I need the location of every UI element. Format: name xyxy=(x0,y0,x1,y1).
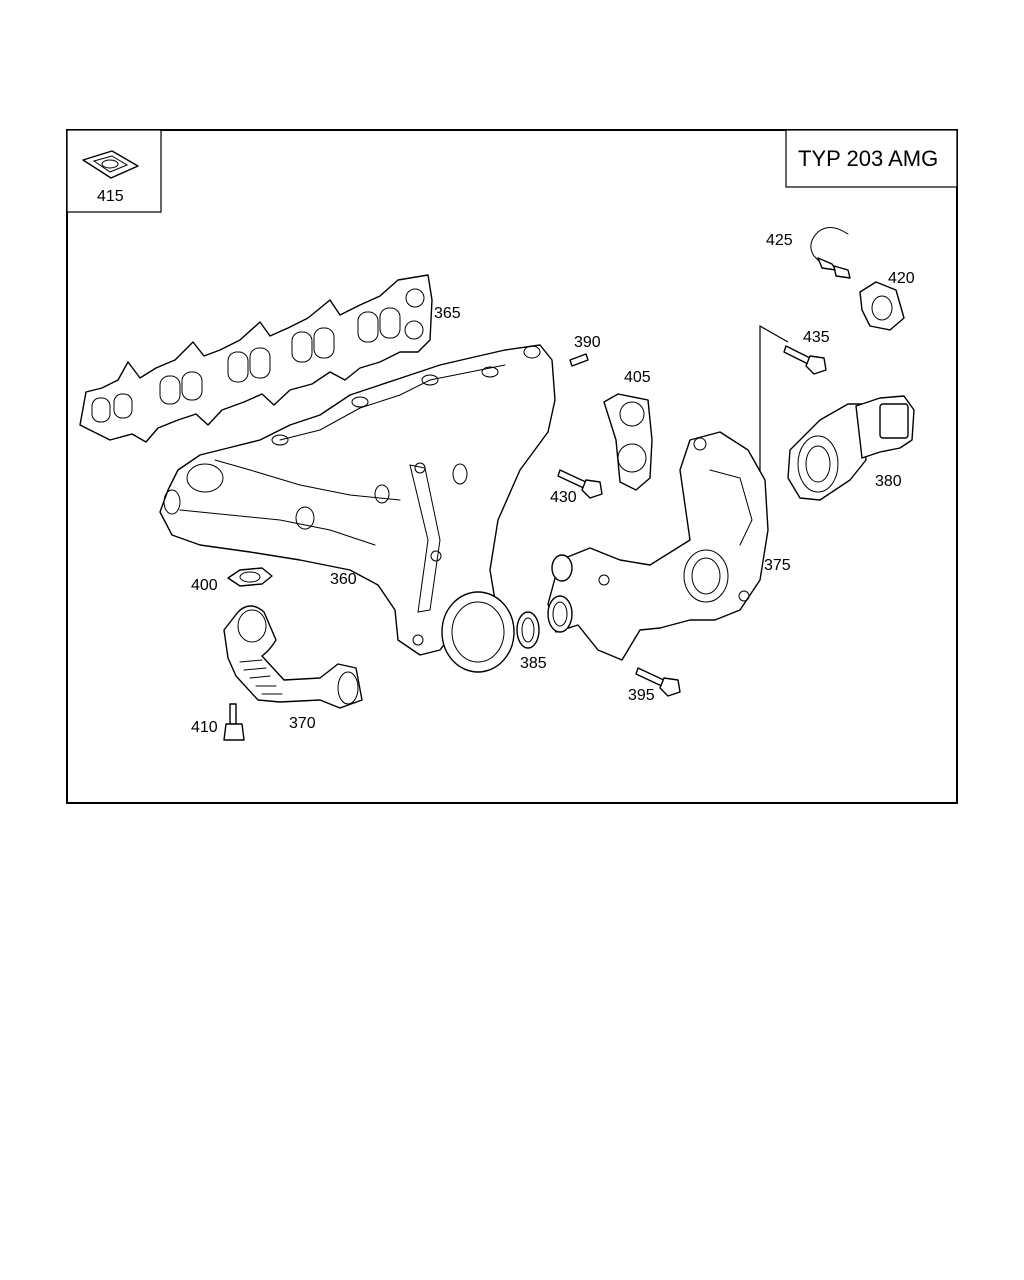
callout-395: 395 xyxy=(628,687,655,704)
gasket-405: 405 xyxy=(603,369,653,491)
callout-410: 410 xyxy=(191,719,218,736)
callout-405: 405 xyxy=(624,369,651,386)
gasket-400: 400 xyxy=(191,567,273,594)
gasket-415-icon xyxy=(82,150,139,179)
bolt-430: 430 xyxy=(550,469,603,506)
callout-390: 390 xyxy=(574,334,601,351)
callout-380: 380 xyxy=(875,473,902,490)
callout-430: 430 xyxy=(550,489,577,506)
gasket-365: 365 xyxy=(79,274,461,443)
callout-425: 425 xyxy=(766,232,793,249)
bolt-435: 435 xyxy=(759,324,830,472)
oring-385: 385 xyxy=(516,611,547,672)
callout-420: 420 xyxy=(888,270,915,287)
connector-420: 420 xyxy=(859,270,915,331)
callout-365: 365 xyxy=(434,305,461,322)
callout-415: 415 xyxy=(97,188,124,205)
hose-370: 370 xyxy=(223,605,363,732)
bolt-410: 410 xyxy=(191,703,245,741)
leader-line-435 xyxy=(759,324,789,472)
callout-400: 400 xyxy=(191,577,218,594)
callout-360: 360 xyxy=(330,571,357,588)
manifold-360: 360 xyxy=(159,344,556,673)
diagram-title: TYP 203 AMG xyxy=(798,146,938,171)
callout-370: 370 xyxy=(289,715,316,732)
callout-385: 385 xyxy=(520,655,547,672)
pin-390: 390 xyxy=(569,334,601,367)
diagram-frame xyxy=(66,129,958,804)
title-box: TYP 203 AMG xyxy=(785,129,958,188)
pipe-375: 375 xyxy=(547,431,791,661)
callout-435: 435 xyxy=(803,329,830,346)
wire-425: 425 xyxy=(766,227,851,279)
inset-box-415: 415 xyxy=(66,129,162,213)
bolt-395: 395 xyxy=(628,667,681,704)
callout-375: 375 xyxy=(764,557,791,574)
valve-380: 380 xyxy=(787,395,915,501)
